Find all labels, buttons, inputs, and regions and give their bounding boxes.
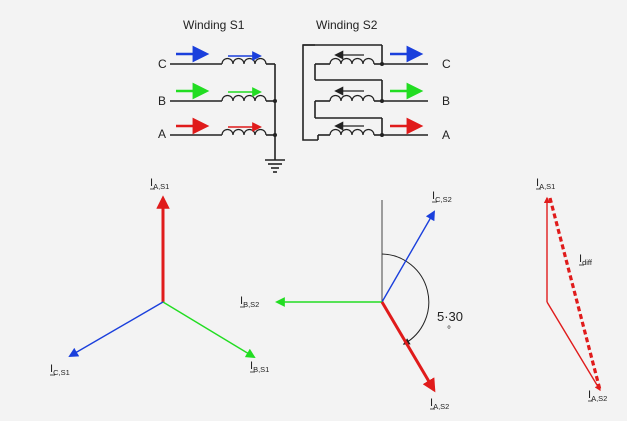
s2-phase-label-b: B [442,94,450,108]
winding-s1: C B A [158,45,285,173]
differential-diagram: IA,S1 IA,S2 Idiff [536,177,607,403]
ground-icon [265,159,285,173]
phase-shift-arc [381,253,430,345]
s1-phase-label-c: C [158,57,167,71]
label-ia-s1: IA,S1 [150,177,169,191]
label-ib-s2: IB,S2 [240,295,259,309]
phasor-idiff [548,197,602,391]
label-ic-s1: IC,S1 [50,363,70,377]
winding-s2: C B A [302,44,451,142]
phasor-ic-s2 [381,210,435,303]
phasor-ib-s1 [162,301,256,359]
phase-shift-degree: ° [447,325,451,336]
label-ia-s1-diff: IA,S1 [536,177,555,191]
label-ic-s2: IC,S2 [432,190,452,204]
label-ib-s1: IB,S1 [250,360,269,374]
s2-phase-label-c: C [442,57,451,71]
phase-shift-label: 5·30 [437,309,463,324]
s1-phase-label-a: A [158,127,166,141]
label-ia-s2-diff: IA,S2 [588,389,607,403]
phasor-ia-s2 [380,301,436,393]
phasor-ia-s2-diff [546,301,601,392]
phasor-diagram-s2: IC,S2 IB,S2 IA,S2 5·30 ° [240,190,463,411]
winding-s2-title: Winding S2 [316,18,378,32]
s2-phase-label-a: A [442,128,450,142]
winding-s1-title: Winding S1 [183,18,245,32]
label-idiff: Idiff [579,253,593,267]
s1-phase-label-b: B [158,94,166,108]
label-ia-s2: IA,S2 [430,397,449,411]
phasor-diagram-s1: IA,S1 IB,S1 IC,S1 [50,177,269,377]
phasor-ic-s1 [68,301,164,357]
